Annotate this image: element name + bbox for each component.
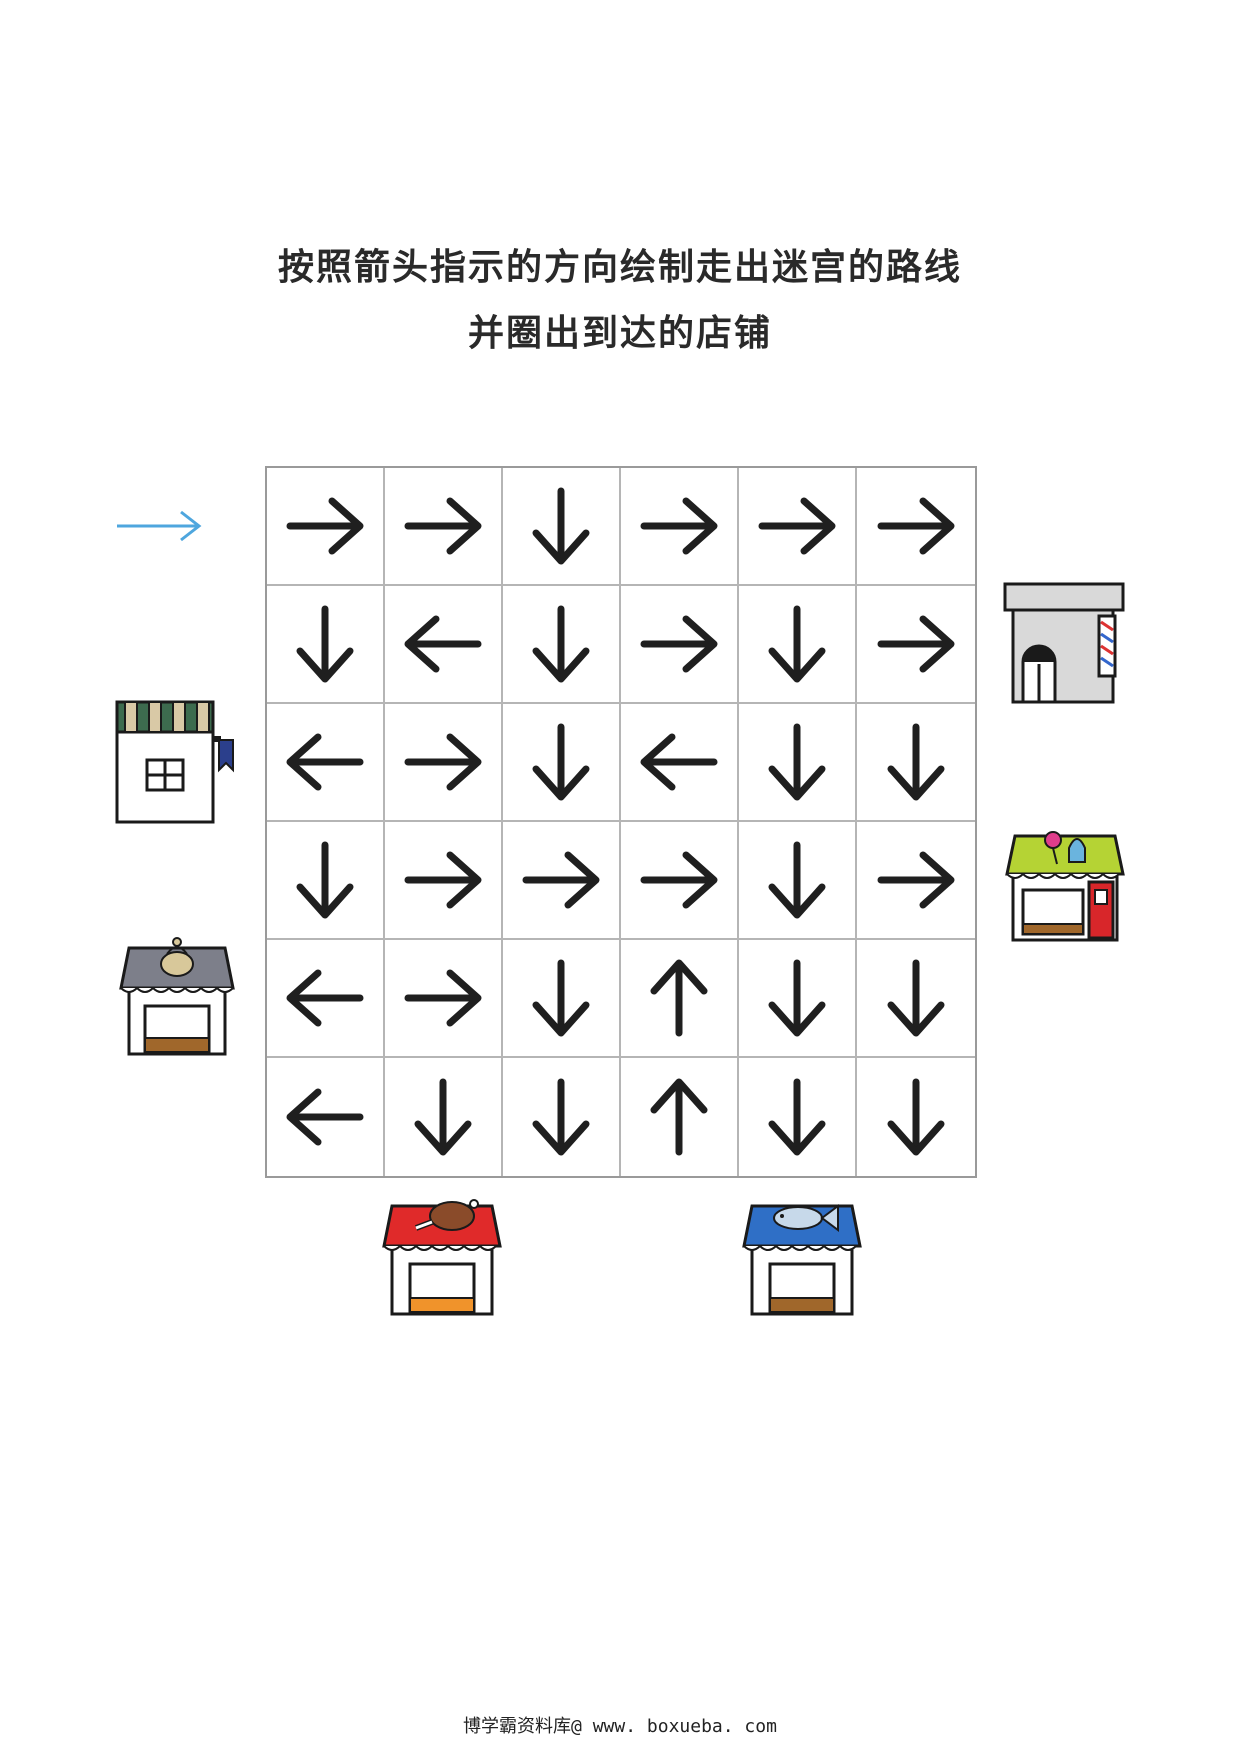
arrow-up-icon (650, 1078, 708, 1156)
maze-cell (267, 586, 385, 704)
maze-cell (621, 586, 739, 704)
arrow-down-icon (532, 723, 590, 801)
maze-cell (739, 704, 857, 822)
maze-cell (739, 822, 857, 940)
maze-cell (385, 1058, 503, 1176)
maze-cell (503, 822, 621, 940)
book-shop-icon[interactable] (115, 700, 239, 825)
maze-cell (621, 1058, 739, 1176)
maze-cell (739, 468, 857, 586)
maze-cell (385, 468, 503, 586)
fish-shop-icon[interactable] (740, 1190, 864, 1318)
arrow-right-icon (404, 733, 482, 791)
maze-cell (739, 940, 857, 1058)
arrow-right-icon (877, 615, 955, 673)
worksheet-title: 按照箭头指示的方向绘制走出迷宫的路线 (277, 247, 962, 288)
maze-cell (267, 704, 385, 822)
barber-shop-icon[interactable] (1003, 582, 1125, 706)
arrow-down-icon (887, 1078, 945, 1156)
maze-cell (385, 822, 503, 940)
arrow-down-icon (532, 1078, 590, 1156)
arrow-down-icon (768, 723, 826, 801)
maze-cell (503, 586, 621, 704)
meat-shop-icon[interactable] (380, 1190, 504, 1318)
kettle-shop-icon[interactable] (115, 930, 239, 1060)
arrow-left-icon (286, 1088, 364, 1146)
arrow-down-icon (296, 605, 354, 683)
arrow-left-icon (286, 733, 364, 791)
arrow-down-icon (768, 1078, 826, 1156)
footer-watermark: 博学霸资料库@ www. boxueba. com (463, 1716, 777, 1737)
arrow-right-icon (640, 851, 718, 909)
maze-cell (503, 704, 621, 822)
arrow-down-icon (296, 841, 354, 919)
maze-cell (385, 940, 503, 1058)
start-arrow-icon (117, 510, 202, 542)
maze-cell (621, 704, 739, 822)
arrow-right-icon (758, 497, 836, 555)
arrow-up-icon (650, 959, 708, 1037)
arrow-right-icon (404, 497, 482, 555)
maze-cell (267, 822, 385, 940)
arrow-down-icon (768, 841, 826, 919)
arrow-down-icon (414, 1078, 472, 1156)
maze-cell (739, 586, 857, 704)
maze-cell (857, 586, 975, 704)
arrow-right-icon (640, 497, 718, 555)
maze-grid (265, 466, 977, 1178)
arrow-right-icon (404, 851, 482, 909)
arrow-down-icon (532, 959, 590, 1037)
maze-cell (503, 1058, 621, 1176)
maze-cell (857, 468, 975, 586)
arrow-right-icon (640, 615, 718, 673)
maze-cell (503, 468, 621, 586)
arrow-right-icon (522, 851, 600, 909)
arrow-down-icon (887, 723, 945, 801)
arrow-left-icon (404, 615, 482, 673)
arrow-right-icon (877, 851, 955, 909)
arrow-down-icon (887, 959, 945, 1037)
maze-cell (503, 940, 621, 1058)
maze-cell (857, 704, 975, 822)
maze-cell (267, 468, 385, 586)
arrow-down-icon (532, 605, 590, 683)
arrow-left-icon (640, 733, 718, 791)
maze-cell (267, 940, 385, 1058)
maze-cell (621, 822, 739, 940)
worksheet-subtitle: 并圈出到达的店铺 (467, 313, 772, 354)
candy-shop-icon[interactable] (1003, 820, 1127, 944)
arrow-right-icon (286, 497, 364, 555)
maze-cell (739, 1058, 857, 1176)
maze-cell (267, 1058, 385, 1176)
arrow-down-icon (768, 605, 826, 683)
arrow-left-icon (286, 969, 364, 1027)
arrow-right-icon (877, 497, 955, 555)
arrow-down-icon (768, 959, 826, 1037)
maze-cell (857, 1058, 975, 1176)
maze-cell (385, 586, 503, 704)
maze-cell (621, 940, 739, 1058)
maze-cell (857, 822, 975, 940)
maze-cell (857, 940, 975, 1058)
arrow-down-icon (532, 487, 590, 565)
maze-cell (621, 468, 739, 586)
arrow-right-icon (404, 969, 482, 1027)
maze-cell (385, 704, 503, 822)
